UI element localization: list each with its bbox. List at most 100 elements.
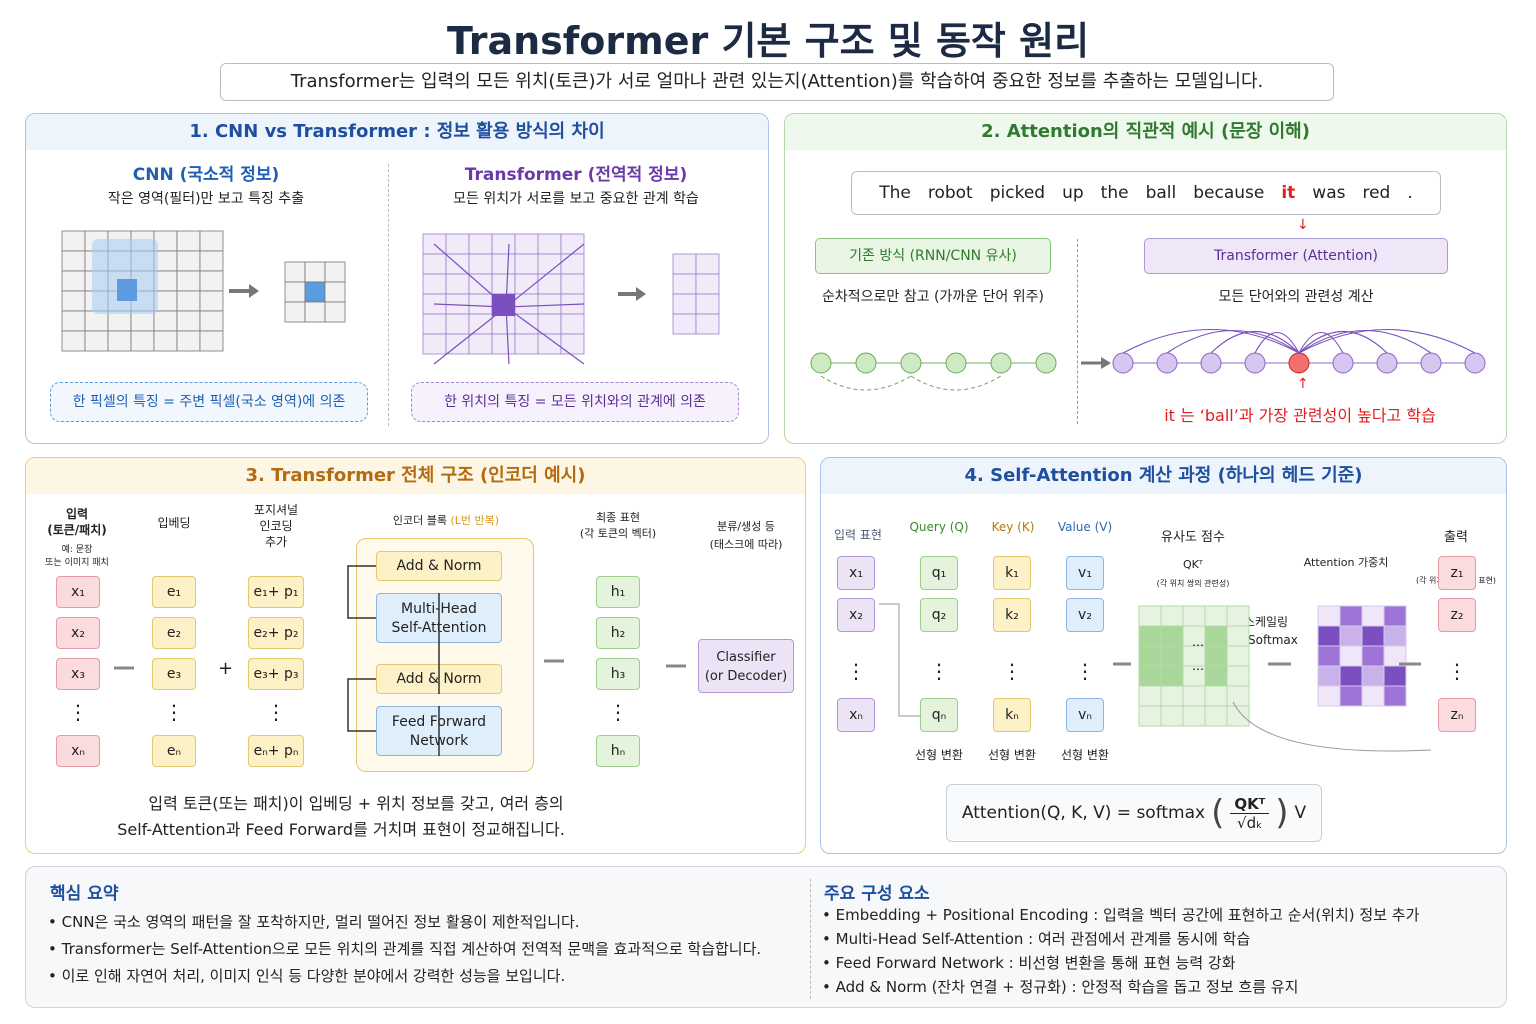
score-cell (1160, 645, 1184, 667)
summary-left-list: • CNN은 국소 영역의 패턴을 잘 포착하지만, 멀리 떨어진 정보 활용이… (48, 909, 808, 990)
summary-text: Multi-Head Self-Attention : 여러 관점에서 관계를 … (835, 930, 1251, 948)
sentence-word: it (1281, 183, 1296, 203)
grid-cell (61, 270, 86, 292)
feature-cell (284, 301, 306, 323)
grid-cell (468, 333, 493, 355)
feature-cell (672, 313, 697, 335)
col-block-title: 인코더 블록 (392, 514, 448, 527)
feature-cell (324, 261, 346, 283)
score-cell (1226, 685, 1250, 707)
arrow-head-icon (1101, 357, 1111, 369)
query-vector: q₂ (920, 598, 958, 632)
score-cell (1138, 705, 1162, 727)
grid-cell (468, 253, 493, 275)
weight-cell (1361, 665, 1385, 687)
cnn-title: CNN (국소적 정보) (132, 165, 280, 185)
summary-text: Feed Forward Network : 비선형 변환을 통해 표현 능력 … (835, 954, 1236, 972)
attention-arc (1298, 332, 1344, 354)
word-node (1332, 352, 1354, 374)
sentence-word: picked (989, 183, 1046, 203)
weight-cell (1317, 645, 1341, 667)
score-cell (1160, 705, 1184, 727)
grid-cell (491, 273, 516, 295)
grid-cell (468, 313, 493, 335)
weight-cell (1383, 605, 1407, 627)
transformer-method-label: Transformer (Attention) (1144, 238, 1448, 274)
score-cell (1138, 625, 1162, 647)
attention-conclusion: it 는 ‘ball’과 가장 관련성이 높다고 학습 (1164, 406, 1436, 425)
sentence-word: the (1100, 183, 1129, 203)
sentence-word: up (1062, 183, 1084, 203)
summary-text: Add & Norm (잔차 연결 + 정규화) : 안정적 학습을 돕고 정보… (835, 978, 1299, 996)
weight-cell (1339, 685, 1363, 707)
feature-cell (284, 261, 306, 283)
sentence-word: robot (927, 183, 973, 203)
score-cell (1138, 645, 1162, 667)
feature-cell (304, 261, 326, 283)
sentence-word: The (879, 183, 911, 203)
summary-text: CNN은 국소 영역의 패턴을 잘 포착하지만, 멀리 떨어진 정보 활용이 제… (61, 913, 580, 931)
tf-note: 한 위치의 특징 = 모든 위치와의 관계에 의존 (411, 382, 739, 422)
encoder-caption-1: 입력 토큰(또는 패치)이 입베딩 + 위치 정보를 갖고, 여러 층의 (148, 794, 564, 813)
output-representation: h₁ (596, 576, 640, 608)
attention-arc (1298, 328, 1476, 354)
col-block-repeat: (L번 반복) (450, 514, 500, 527)
feature-cell (672, 293, 697, 315)
ellipsis: ⋮ (1447, 659, 1467, 683)
score-cell (1226, 605, 1250, 627)
panel-heading: 2. Attention의 직관적 예시 (문장 이해) (785, 114, 1506, 150)
col-block-label: 인코더 블록 (L번 반복) (356, 512, 536, 528)
col-embed-label: 입베딩 (157, 516, 191, 530)
grid-cell (199, 310, 224, 332)
weight-cell (1339, 665, 1363, 687)
grid-cell (537, 313, 562, 335)
attention-line (433, 306, 507, 365)
output-representation: h₃ (596, 658, 640, 690)
summary-item: • Embedding + Positional Encoding : 입력을 … (822, 903, 1502, 927)
sentence-word: because (1193, 183, 1265, 203)
panel-heading: 1. CNN vs Transformer : 정보 활용 방식의 차이 (26, 114, 768, 150)
feature-cell (695, 253, 720, 275)
score-cell (1182, 605, 1206, 627)
col-pos-label: 포지셔널 인코딩 추가 (253, 503, 299, 549)
positional-embedding: e₃+ p₃ (248, 658, 304, 690)
encoder-caption-2: Self-Attention과 Feed Forward를 거치며 표현이 정교… (117, 820, 565, 839)
page-title: Transformer 기본 구조 및 동작 원리 (446, 19, 1090, 63)
score-cell (1182, 705, 1206, 727)
basic-method-desc: 순차적으로만 참고 (가까운 단어 위주) (822, 289, 1044, 305)
attention-line (505, 306, 585, 365)
grid-cell (199, 290, 224, 312)
weight-cell (1339, 625, 1363, 647)
score-cell (1160, 605, 1184, 627)
grid-cell (468, 233, 493, 255)
weight-cell (1361, 685, 1385, 707)
col-weight-label: Attention 가중치 (1303, 556, 1389, 569)
score-formula: QKᵀ (1182, 558, 1204, 571)
grid-cell (199, 250, 224, 272)
score-cell (1160, 685, 1184, 707)
score-cell (1138, 665, 1162, 687)
grid-cell (130, 330, 155, 352)
weight-cell (1339, 605, 1363, 627)
summary-right-list: • Embedding + Positional Encoding : 입력을 … (822, 903, 1502, 999)
focus-word-node (1288, 352, 1310, 374)
sentence-word: red (1362, 183, 1391, 203)
grid-cell (61, 330, 86, 352)
output-representation: h₂ (596, 617, 640, 649)
weight-cell (1383, 625, 1407, 647)
attention-flow-illustration (810, 328, 1486, 391)
attention-arc (1254, 332, 1300, 354)
summary-left-title: 핵심 요약 (50, 884, 119, 904)
bullet-icon: • (822, 930, 836, 948)
attention-arc (1210, 331, 1300, 354)
feature-cell (324, 301, 346, 323)
grid-cell (61, 310, 86, 332)
panel-cnn-vs-transformer: 1. CNN vs Transformer : 정보 활용 방식의 차이 CNN… (25, 113, 769, 444)
score-cell (1204, 605, 1228, 627)
weight-cell (1317, 625, 1341, 647)
grid-cell (491, 233, 516, 255)
feature-cell (672, 253, 697, 275)
grid-cell (176, 230, 201, 252)
ellipsis: ⋮ (846, 659, 866, 683)
ellipsis: ⋮ (608, 700, 628, 724)
